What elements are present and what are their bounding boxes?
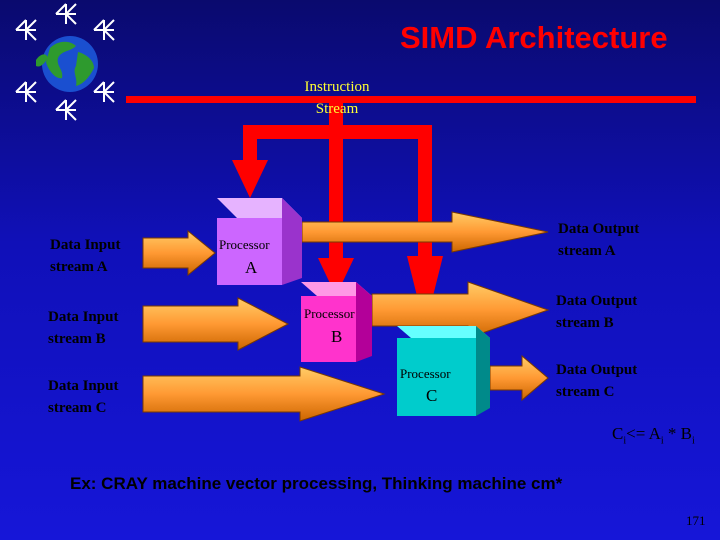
instruction-stream-label: Instruction Stream	[304, 79, 370, 117]
processor-b-letter: B	[331, 327, 343, 346]
processor-a-letter: A	[245, 258, 258, 277]
logo	[15, 3, 115, 121]
processor-b-cube	[301, 282, 372, 362]
instruction-bus	[126, 96, 696, 103]
output-arrow-c	[489, 354, 549, 402]
processor-c-name: Processor	[400, 366, 451, 381]
output-label-b: Data Output stream B	[556, 293, 638, 331]
globe-icon	[36, 36, 98, 92]
processor-c-letter: C	[426, 386, 438, 405]
formula-c: C	[612, 424, 624, 443]
processor-b-name: Processor	[304, 306, 355, 321]
input-arrow-c	[142, 366, 386, 422]
formula-sub-b: i	[692, 435, 695, 447]
formula-sub-a: i	[660, 435, 664, 447]
example-text: Ex: CRAY machine vector processing, Thin…	[70, 474, 563, 493]
input-label-b: Data Input stream B	[48, 309, 119, 347]
output-label-c: Data Output stream C	[556, 362, 638, 400]
output-label-a: Data Output stream A	[558, 221, 640, 259]
input-label-c: Data Input stream C	[48, 378, 119, 416]
processor-a-cube	[217, 198, 302, 285]
instruction-feed-c	[329, 103, 443, 328]
input-arrow-b	[142, 297, 290, 351]
processor-a-name: Processor	[219, 237, 270, 252]
output-arrow-b	[371, 281, 550, 339]
page-number: 171	[686, 513, 706, 528]
input-arrow-a	[142, 229, 216, 277]
formula: Ci<= Ai * Bi	[612, 424, 695, 446]
network-node-icon	[15, 3, 115, 121]
formula-mul: * B	[663, 424, 693, 443]
formula-sub-c: i	[623, 435, 627, 447]
input-label-a: Data Input stream A	[50, 237, 121, 275]
output-arrow-a	[301, 211, 549, 253]
processor-c-cube	[397, 326, 490, 416]
formula-op: <= A	[626, 424, 661, 443]
page-title: SIMD Architecture	[400, 20, 668, 55]
